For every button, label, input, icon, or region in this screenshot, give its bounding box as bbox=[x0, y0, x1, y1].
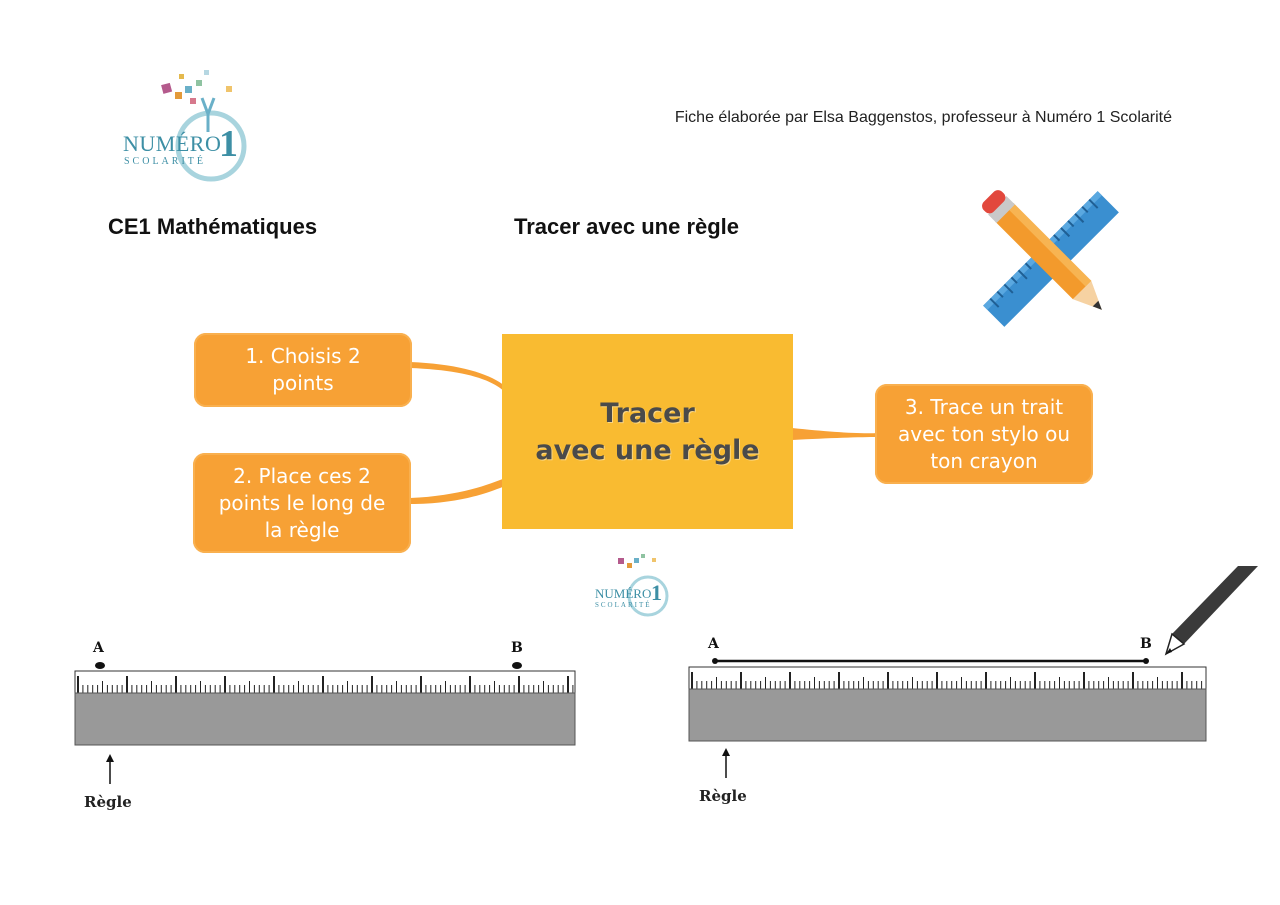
ruler-diagram-right: A B Règle bbox=[684, 564, 1274, 814]
pencil-icon bbox=[1164, 566, 1258, 656]
point-b-label-left: B bbox=[511, 640, 523, 656]
point-a-label-left: A bbox=[93, 640, 104, 656]
page-title: Tracer avec une règle bbox=[514, 214, 740, 239]
ruler-caption-right: Règle bbox=[699, 787, 747, 805]
logo-brand-main: NUMÉRO bbox=[123, 131, 222, 156]
ruler-caption-left: Règle bbox=[84, 793, 132, 811]
logo-small-brand-main: NUMÉRO bbox=[595, 586, 652, 601]
pencil-ruler-icon bbox=[975, 180, 1127, 338]
point-a-label-right: A bbox=[708, 636, 719, 652]
logo-small-brand-number: 1 bbox=[651, 580, 662, 605]
mindmap-step-1-text: 1. Choisis 2 points bbox=[245, 344, 361, 395]
ruler-right bbox=[688, 658, 1207, 742]
mindmap-step-1: 1. Choisis 2 points bbox=[194, 333, 412, 407]
point-b-label-right: B bbox=[1140, 636, 1152, 652]
mindmap-step-2-text: 2. Place ces 2 points le long de la règl… bbox=[218, 463, 386, 542]
pencil-icon bbox=[982, 190, 1102, 310]
logo-small: NUMÉRO 1 SCOLARITÉ bbox=[592, 548, 672, 618]
mindmap-step-3-text: 3. Trace un trait avec ton stylo ou ton … bbox=[897, 394, 1071, 473]
up-arrow-icon bbox=[106, 754, 114, 784]
mindmap-center-text: Tracer avec une règle bbox=[535, 397, 760, 466]
logo-brand-number: 1 bbox=[219, 123, 238, 165]
ruler-left bbox=[74, 670, 576, 746]
logo-brand-sub: SCOLARITÉ bbox=[124, 156, 206, 167]
point-a-dot-left bbox=[95, 662, 105, 669]
mindmap-center: Tracer avec une règle bbox=[502, 334, 793, 529]
subject-heading: CE1 Mathématiques bbox=[108, 214, 318, 239]
point-b-dot-left bbox=[512, 662, 522, 669]
logo-small-brand-sub: SCOLARITÉ bbox=[595, 601, 652, 609]
up-arrow-icon bbox=[722, 748, 730, 778]
ruler-diagram-left: A B Règle bbox=[70, 640, 582, 820]
logo-large: NUMÉRO 1 SCOLARITÉ bbox=[118, 68, 253, 183]
mindmap-step-2: 2. Place ces 2 points le long de la règl… bbox=[193, 453, 411, 553]
logo-graphic bbox=[161, 70, 247, 182]
author-credit: Fiche élaborée par Elsa Baggenstos, prof… bbox=[674, 109, 1172, 126]
mindmap-step-3: 3. Trace un trait avec ton stylo ou ton … bbox=[875, 384, 1093, 484]
